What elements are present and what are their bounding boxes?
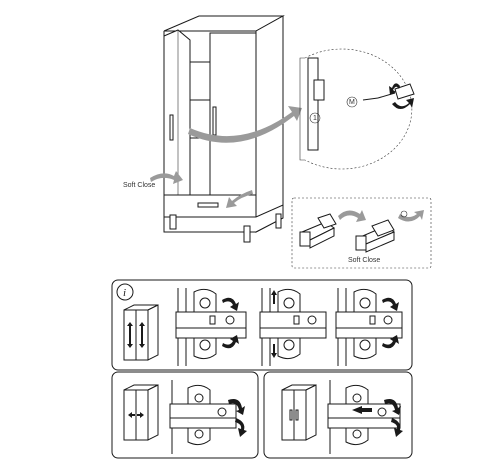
svg-text:M: M (349, 99, 355, 106)
arrow-icon (398, 210, 424, 222)
wardrobe-icon (123, 384, 159, 441)
arrow-icon (150, 171, 183, 184)
hinge-icon (259, 288, 327, 366)
soft-close-detail: Soft Close (291, 197, 432, 269)
hinge-callout: 1 M (299, 48, 415, 170)
hinge-icon (175, 288, 247, 366)
adjustment-panel-vertical: i (111, 279, 413, 371)
arrow-icon (338, 210, 366, 222)
svg-text:i: i (123, 287, 126, 299)
hinge-icon (335, 288, 403, 366)
screwdriver-icon (377, 83, 415, 109)
adjustment-panel-horizontal (111, 371, 259, 459)
soft-close-detail-label: Soft Close (348, 257, 380, 264)
wardrobe-icon (123, 304, 159, 361)
hinge-icon (355, 219, 395, 253)
soft-close-label: Soft Close (123, 182, 155, 189)
hinge-icon (299, 213, 337, 249)
curved-arrow-icon (188, 106, 302, 143)
hinge-icon (327, 380, 403, 454)
svg-text:1: 1 (313, 115, 317, 122)
adjustment-panel-depth (263, 371, 413, 459)
info-icon: i (116, 283, 134, 301)
wardrobe-icon (281, 384, 317, 441)
hinge-icon (169, 380, 247, 454)
arrow-icon (226, 190, 253, 208)
